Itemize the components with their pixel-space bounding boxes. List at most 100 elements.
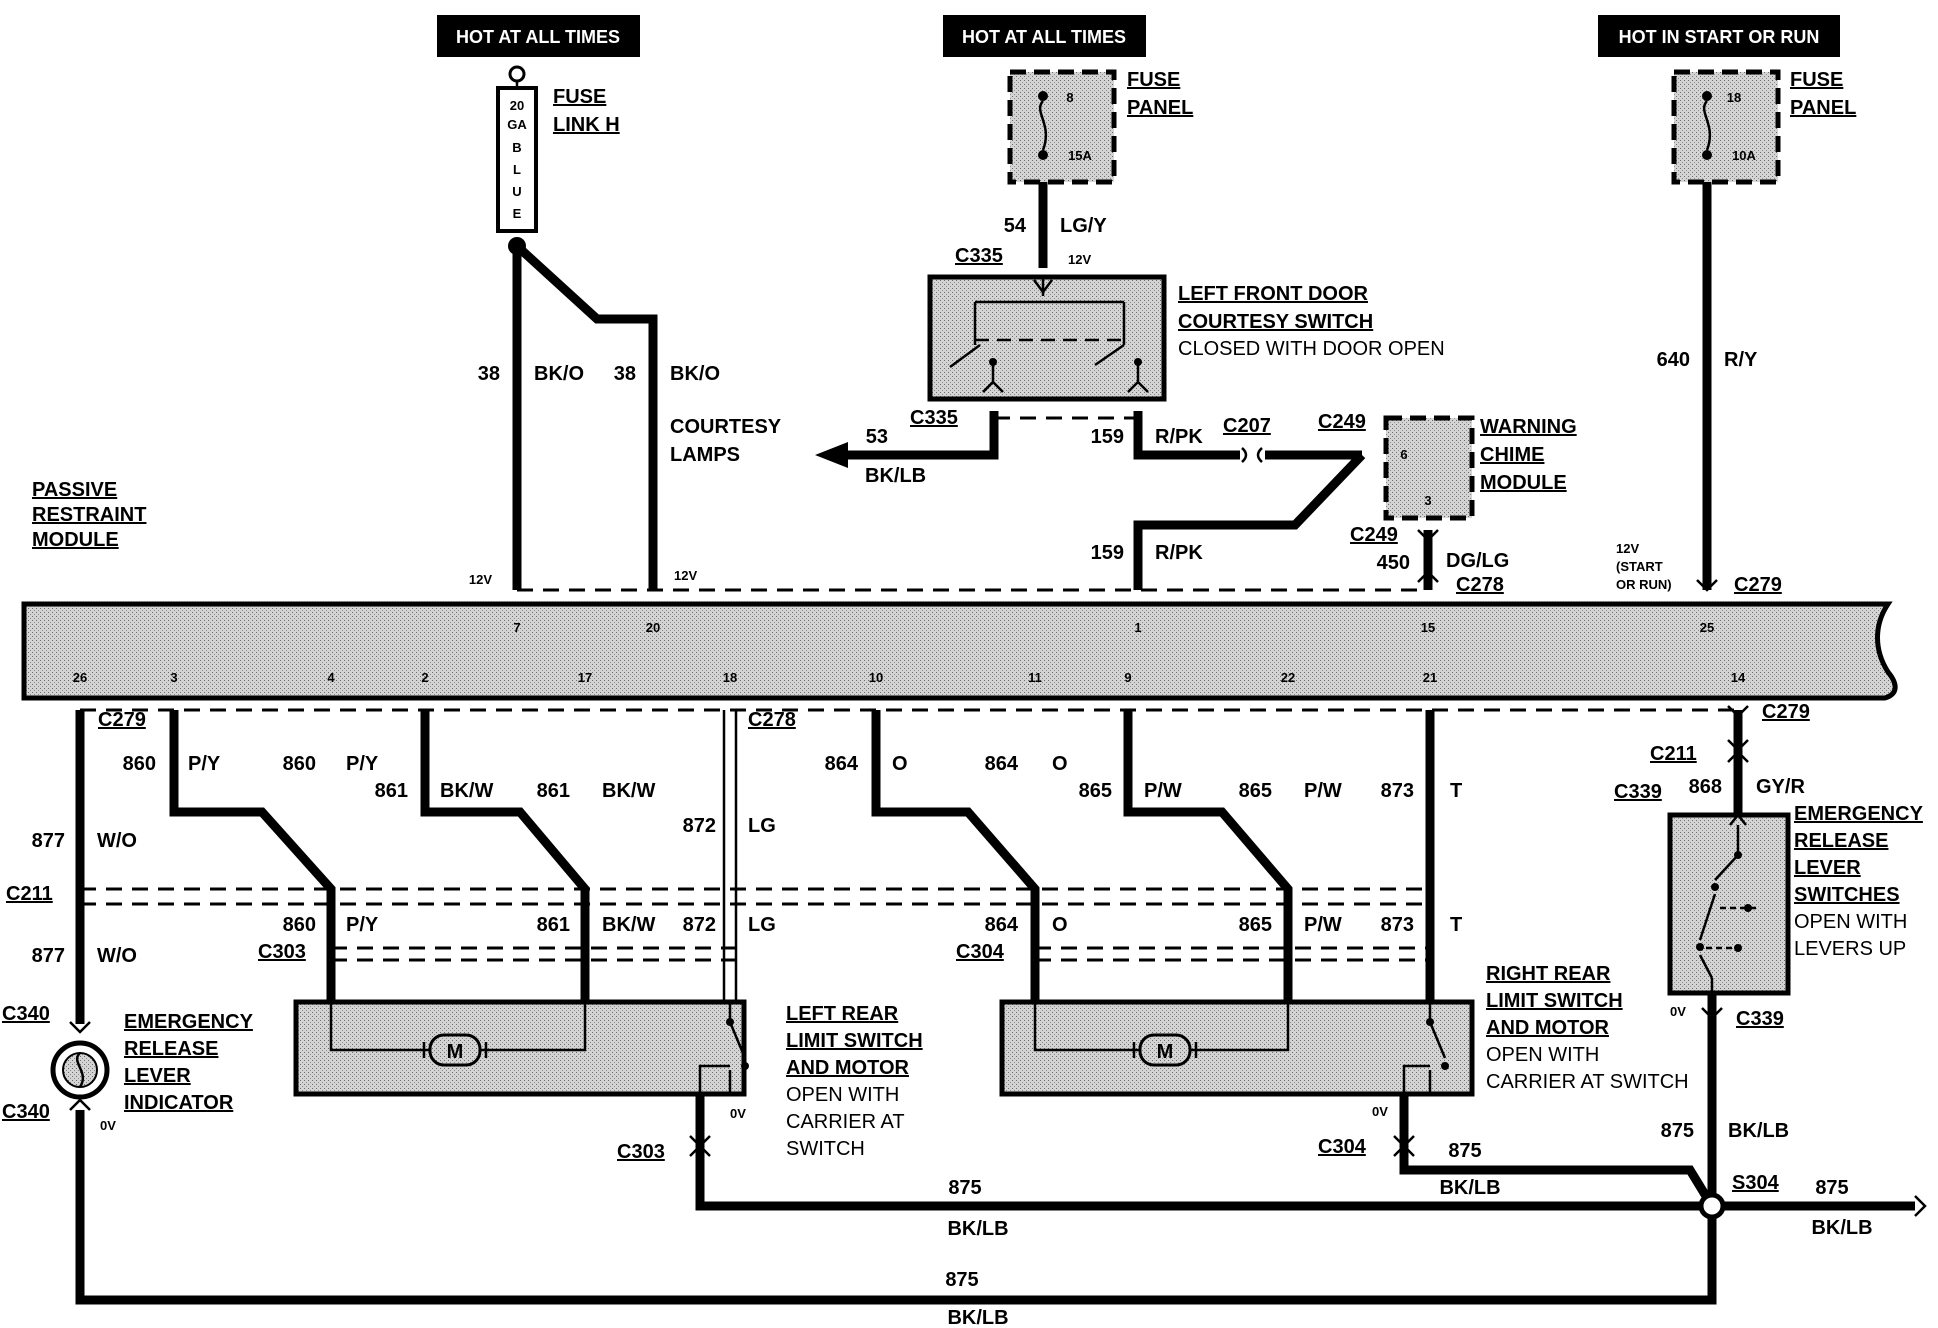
wire-873-num: 873 [1381, 780, 1414, 802]
pin-9: 9 [1124, 670, 1131, 685]
wire-865-num-2: 865 [1239, 780, 1272, 802]
svg-text:HOT AT ALL TIMES: HOT AT ALL TIMES [962, 27, 1126, 47]
prm-label-3: MODULE [32, 529, 119, 551]
svg-text:L: L [513, 162, 521, 177]
wire-875-color-out: BK/LB [1811, 1217, 1872, 1239]
wire-864-color: O [892, 753, 908, 775]
svg-text:E: E [513, 206, 522, 221]
right-rear-label-3: AND MOTOR [1486, 1017, 1610, 1039]
courtesy-switch [927, 274, 1167, 402]
svg-text:18: 18 [1727, 90, 1741, 105]
erl-switches-note: OPEN WITH [1794, 911, 1907, 933]
start-run-voltage-3: OR RUN) [1616, 577, 1672, 592]
wire-861-num-2: 861 [537, 780, 570, 802]
c278-label-top: C278 [1456, 574, 1504, 596]
c207-connector [1241, 447, 1263, 463]
wire-865-color: P/W [1144, 780, 1182, 802]
fuse-panel-label-2: PANEL [1127, 97, 1193, 119]
c279-label-top: C279 [1734, 574, 1782, 596]
svg-text:8: 8 [1066, 90, 1073, 105]
c211-connector-right [1727, 739, 1749, 763]
left-rear-limit-switch-motor [293, 999, 749, 1097]
wire-53 [845, 411, 999, 460]
wire-864-num: 864 [825, 753, 859, 775]
courtesy-switch-title: LEFT FRONT DOOR [1178, 283, 1369, 305]
wire-875-color-bottom: BK/LB [947, 1307, 1008, 1328]
wire-159-bottom [1133, 451, 1366, 590]
passive-restraint-module [21, 601, 1898, 701]
wire-54-color: LG/Y [1060, 215, 1107, 237]
c278-label-bottom: C278 [748, 709, 796, 731]
wire-861-color: BK/W [440, 780, 493, 802]
c340-connector-bottom [69, 1098, 91, 1111]
svg-text:10A: 10A [1732, 148, 1756, 163]
erl-indicator-label-4: INDICATOR [124, 1092, 234, 1114]
wire-873-num-2: 873 [1381, 914, 1414, 936]
erl-switches-note-2: LEVERS UP [1794, 938, 1906, 960]
wire-875-right [1399, 1094, 1716, 1209]
c303-label-top: C303 [258, 941, 306, 963]
fuse-link-h: 20 GA B L U E [496, 65, 538, 255]
wire-159-num: 159 [1091, 426, 1124, 448]
wire-875-num-bottom: 875 [945, 1269, 978, 1291]
voltage-0v-right: 0V [1372, 1104, 1388, 1119]
chime-label-2: CHIME [1480, 444, 1544, 466]
wire-873-color: T [1450, 780, 1462, 802]
pin-11: 11 [1028, 670, 1042, 685]
wire-873-color-2: T [1450, 914, 1462, 936]
splice-s304 [1698, 1192, 1726, 1220]
c339-connector [1701, 1007, 1723, 1020]
right-rear-note-2: CARRIER AT SWITCH [1486, 1071, 1689, 1093]
wire-875-main [75, 1000, 1717, 1305]
courtesy-switch-note: CLOSED WITH DOOR OPEN [1178, 338, 1445, 360]
left-motor-letter: M [447, 1041, 464, 1063]
wire-865-color-2: P/W [1304, 780, 1342, 802]
c339-label-top: C339 [1614, 781, 1662, 803]
wire-861-color-3: BK/W [602, 914, 655, 936]
wire-159-top [1133, 411, 1240, 460]
wire-860 [169, 710, 336, 1010]
chime-label-3: MODULE [1480, 472, 1567, 494]
svg-text:HOT IN START OR RUN: HOT IN START OR RUN [1619, 27, 1820, 47]
wire-860-num: 860 [123, 753, 156, 775]
wire-38-num-2: 38 [614, 363, 636, 385]
fuse-panel-18: 18 10A [1671, 69, 1781, 185]
svg-text:20: 20 [510, 98, 524, 113]
wire-450-num: 450 [1377, 552, 1410, 574]
wire-861-color-2: BK/W [602, 780, 655, 802]
wire-865-num-3: 865 [1239, 914, 1272, 936]
wire-38-num: 38 [478, 363, 500, 385]
erl-switches-label-4: SWITCHES [1794, 884, 1900, 906]
wire-872 [722, 710, 738, 1020]
fuse-link-label-2: LINK H [553, 114, 620, 136]
wire-865 [1123, 710, 1293, 1010]
wire-875-color-vert: BK/LB [1728, 1120, 1789, 1142]
wire-868-color: GY/R [1756, 776, 1805, 798]
chime-label: WARNING [1480, 416, 1577, 438]
left-rear-note-3: SWITCH [786, 1138, 865, 1160]
prm-label-2: RESTRAINT [32, 504, 146, 526]
arrow-courtesy-lamps [815, 442, 848, 468]
c335-label: C335 [955, 245, 1003, 267]
wire-877-num: 877 [32, 830, 65, 852]
voltage-0v-indicator: 0V [100, 1118, 116, 1133]
svg-text:U: U [512, 184, 521, 199]
voltage-0v-left: 0V [730, 1106, 746, 1121]
pin-25: 25 [1700, 620, 1714, 635]
wire-875-left [695, 1094, 1712, 1211]
wire-864-color-2: O [1052, 753, 1068, 775]
pin-21: 21 [1423, 670, 1437, 685]
wire-875-num-left: 875 [948, 1177, 981, 1199]
wire-875-num-out: 875 [1815, 1177, 1848, 1199]
left-rear-label-2: LIMIT SWITCH [786, 1030, 923, 1052]
wire-53-color: BK/LB [865, 465, 926, 487]
wire-864 [871, 710, 1040, 1010]
start-run-voltage: 12V [1616, 541, 1639, 556]
c304-label-bottom: C304 [1318, 1136, 1367, 1158]
left-rear-note-2: CARRIER AT [786, 1111, 905, 1133]
wire-861 [420, 710, 590, 1010]
voltage-12v-pin7: 12V [469, 572, 492, 587]
c339-label-bottom: C339 [1736, 1008, 1784, 1030]
wire-450-color: DG/LG [1446, 550, 1509, 572]
